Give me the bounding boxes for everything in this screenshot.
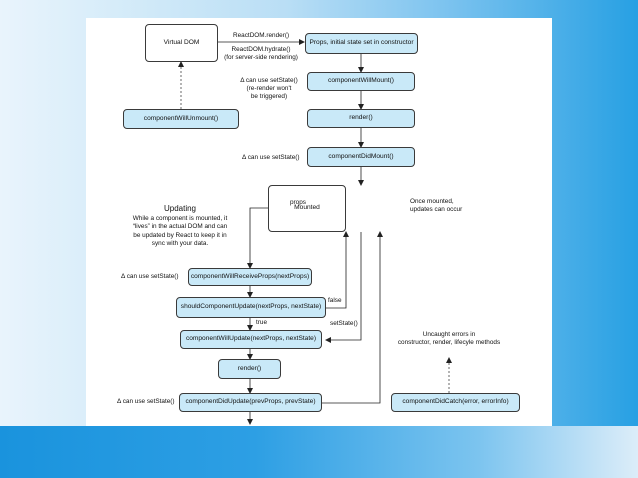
component-will-unmount-box: componentWillUnmount() [123, 109, 239, 129]
component-will-update-box: componentWillUpdate(nextProps, nextState… [180, 330, 322, 349]
false-label: false [328, 297, 342, 304]
setstate-no-rerender-line-1: Δ can use setState() [240, 77, 298, 84]
reactdom-hydrate-line-1: ReactDOM.hydrate() [231, 46, 291, 53]
setstate-didupdate-label: Δ can use setState() [117, 398, 175, 405]
setstate-receive-label: Δ can use setState() [121, 273, 179, 280]
virtual-dom-box: Virtual DOM [145, 24, 218, 62]
component-will-receive-props-box: componentWillReceiveProps(nextProps) [188, 268, 312, 286]
setstate-didmount-label: Δ can use setState() [242, 154, 300, 161]
true-label: true [256, 319, 268, 326]
once-mounted-line-1: Once mounted, [410, 198, 454, 205]
mounted-box: Mounted [268, 185, 346, 232]
setstate-label: setState() [330, 320, 358, 327]
uncaught-errors-line-2: constructor, render, lifecyle methods [397, 339, 501, 347]
updating-desc-line-1: While a component is mounted, it [132, 215, 228, 223]
uncaught-errors-line-1: Uncaught errors in [422, 331, 476, 338]
once-mounted-label: Once mounted, updates can occur [410, 198, 462, 214]
props-initial-state-box: Props, initial state set in constructor [305, 33, 418, 54]
render-mount-box: render() [307, 109, 415, 128]
setstate-no-rerender-label: Δ can use setState() (re-render won't be… [234, 77, 304, 102]
reactdom-render-label: ReactDOM.render() [233, 32, 290, 39]
once-mounted-line-2: updates can occur [410, 206, 463, 214]
uncaught-errors-label: Uncaught errors in constructor, render, … [390, 331, 508, 347]
reactdom-hydrate-label: ReactDOM.hydrate() (for server-side rend… [218, 46, 304, 62]
component-did-mount-box: componentDidMount() [307, 147, 415, 167]
props-label: props [290, 199, 306, 206]
updating-desc-line-2: “lives” in the actual DOM and can [132, 223, 228, 231]
component-did-update-box: componentDidUpdate(prevProps, prevState) [179, 393, 322, 412]
updating-section: Updating While a component is mounted, i… [126, 204, 234, 248]
setstate-no-rerender-line-3: be triggered) [250, 93, 288, 101]
reactdom-hydrate-line-2: (for server-side rendering) [224, 54, 298, 62]
should-component-update-box: shouldComponentUpdate(nextProps, nextSta… [176, 297, 326, 318]
setstate-no-rerender-line-2: (re-render won't [246, 85, 292, 93]
render-update-box: render() [218, 359, 281, 379]
background-band-bottom [0, 426, 638, 478]
component-did-catch-box: componentDidCatch(error, errorInfo) [391, 393, 520, 412]
updating-title: Updating [163, 204, 197, 213]
updating-desc-line-3: be updated by React to keep it in [133, 231, 227, 239]
updating-desc-line-4: sync with your data. [151, 239, 209, 247]
component-will-mount-box: componentWillMount() [307, 72, 415, 91]
